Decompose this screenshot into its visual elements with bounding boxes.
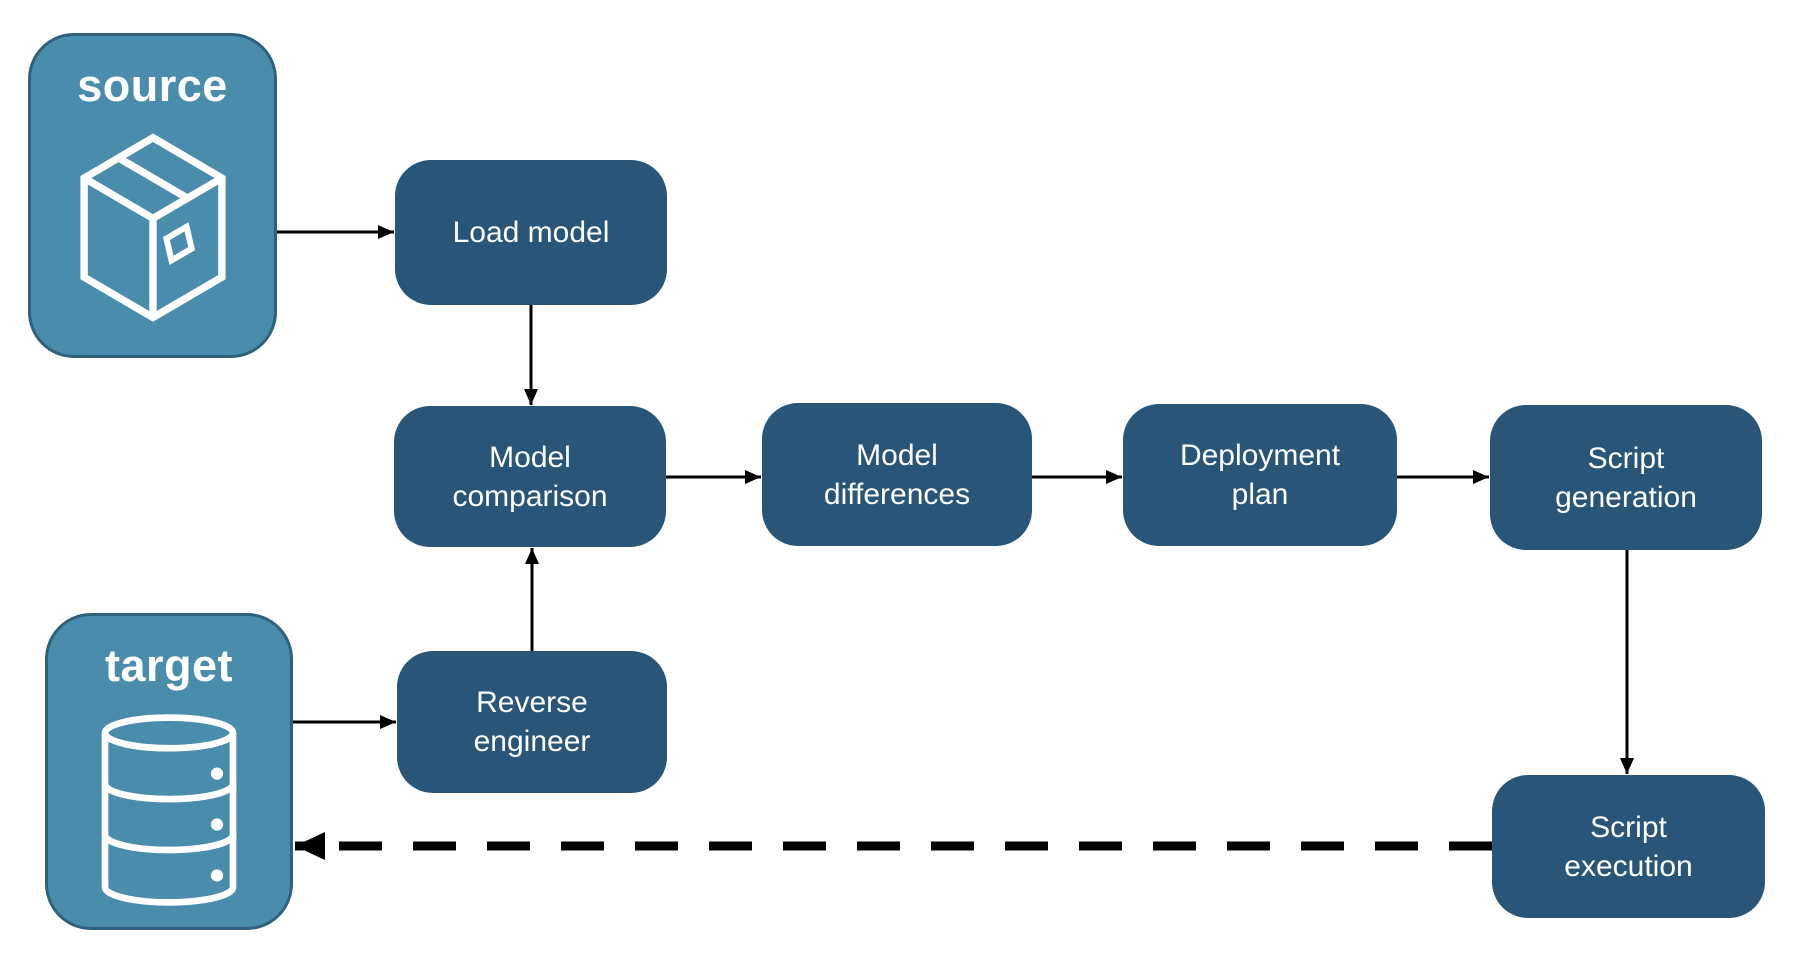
node-label: Deployment plan <box>1179 439 1341 511</box>
package-icon <box>69 112 237 355</box>
node-reverse-engineer: Reverse engineer <box>397 651 667 793</box>
node-load-model: Load model <box>395 160 667 305</box>
node-label: Load model <box>452 216 610 249</box>
node-label: Reverse engineer <box>473 686 591 758</box>
node-deployment-plan: Deployment plan <box>1123 404 1397 546</box>
node-model-comparison: Model comparison <box>394 406 666 547</box>
source-endpoint: source <box>28 33 277 358</box>
target-label: target <box>104 640 234 691</box>
node-model-differences: Model differences <box>762 403 1032 546</box>
node-label: Model comparison <box>452 440 608 513</box>
node-script-generation: Script generation <box>1490 405 1762 550</box>
node-label: Model differences <box>823 438 971 511</box>
node-label: Script generation <box>1555 441 1697 514</box>
database-icon <box>96 692 242 927</box>
node-script-execution: Script execution <box>1492 775 1765 918</box>
source-label: source <box>77 60 228 111</box>
target-endpoint: target <box>45 613 293 930</box>
node-label: Script execution <box>1564 810 1693 883</box>
